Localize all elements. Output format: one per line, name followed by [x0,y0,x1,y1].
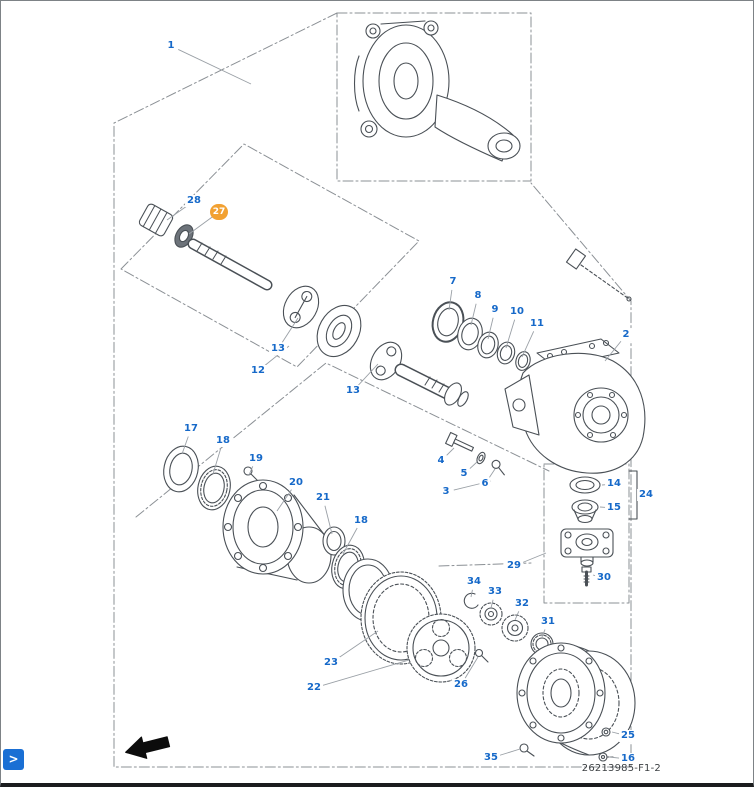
part-callout-29[interactable]: 29 [505,560,523,572]
axle-housing-inset [353,20,521,162]
part-callout-25[interactable]: 25 [619,730,637,742]
part-callout-13[interactable]: 13 [269,343,287,355]
part-callout-22[interactable]: 22 [305,682,323,694]
carrier-bolt [474,648,489,663]
part-callout-11[interactable]: 11 [528,318,546,330]
part-callout-1[interactable]: 1 [165,40,177,52]
planetary-housing [516,642,636,762]
part-callout-21[interactable]: 21 [314,492,332,504]
part-callout-3[interactable]: 3 [440,486,452,498]
chevron-right-icon: > [8,752,19,766]
kingpin-bolt [581,566,592,587]
kingpin-group [560,470,644,587]
part-callout-4[interactable]: 4 [435,455,447,467]
drain-plug [601,727,611,737]
part-callout-2[interactable]: 2 [620,329,632,341]
part-callout-14[interactable]: 14 [605,478,623,490]
breather-fitting [565,248,632,302]
part-callout-5[interactable]: 5 [458,468,470,480]
mounting-bolts [445,431,505,476]
steering-knuckle [504,248,646,474]
part-callout-8[interactable]: 8 [472,290,484,302]
part-callout-26[interactable]: 26 [452,679,470,691]
part-callout-20[interactable]: 20 [287,477,305,489]
part-callout-24[interactable]: 24 [637,489,655,501]
driveshaft-assembly [138,203,469,407]
direction-arrow [125,736,171,759]
part-callout-33[interactable]: 33 [486,586,504,598]
part-callout-6[interactable]: 6 [479,478,491,490]
part-callout-18[interactable]: 18 [352,515,370,527]
part-callout-15[interactable]: 15 [605,502,623,514]
part-callout-17[interactable]: 17 [182,423,200,435]
part-callout-19[interactable]: 19 [247,453,265,465]
housing-bolt [519,743,535,757]
part-callout-23[interactable]: 23 [322,657,340,669]
part-callout-13[interactable]: 13 [344,385,362,397]
part-callout-28[interactable]: 28 [185,195,203,207]
part-callout-31[interactable]: 31 [539,616,557,628]
part-callout-10[interactable]: 10 [508,306,526,318]
next-page-button[interactable]: > [3,749,24,770]
part-callout-35[interactable]: 35 [482,752,500,764]
part-callout-34[interactable]: 34 [465,576,483,588]
part-callout-18[interactable]: 18 [214,435,232,447]
figure-number: 26213985-F1-2 [581,763,661,774]
part-callout-32[interactable]: 32 [513,598,531,610]
part-callout-12[interactable]: 12 [249,365,267,377]
part-callout-16[interactable]: 16 [619,753,637,765]
part-callout-30[interactable]: 30 [595,572,613,584]
part-callout-7[interactable]: 7 [447,276,459,288]
part-callout-27-selected[interactable]: 27 [210,204,228,220]
part-callout-9[interactable]: 9 [489,304,501,316]
